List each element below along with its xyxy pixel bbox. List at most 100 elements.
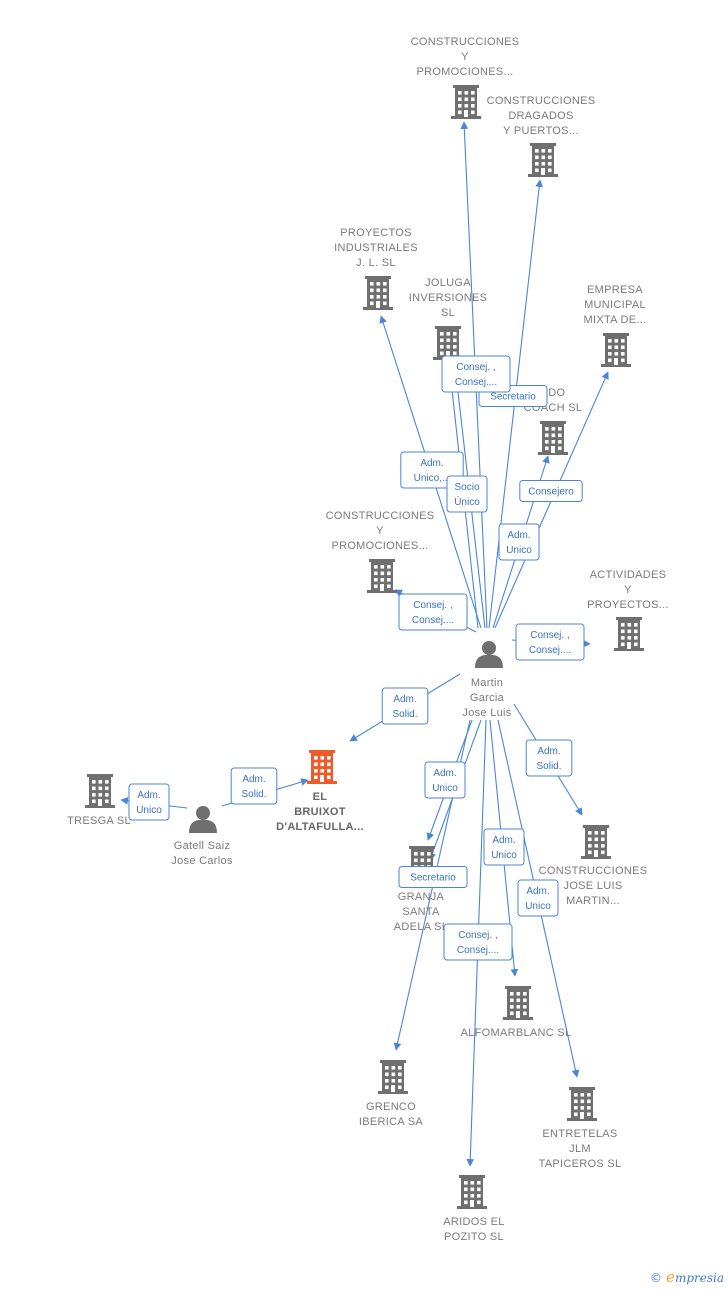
node-label: POZITO SL [444, 1231, 504, 1243]
node-label: EL [313, 791, 328, 803]
edge-role-text: Consej.... [455, 377, 497, 388]
node-label: DRAGADOS [508, 110, 573, 122]
edge-role-text: Consej.... [529, 645, 571, 656]
node-alf[interactable]: ALFOMARBLANC SL [461, 986, 572, 1039]
edge-role-text: Consej. , [413, 600, 452, 611]
edge-role-text: Adm. [492, 835, 515, 846]
node-emm[interactable]: EMPRESA MUNICIPAL MIXTA DE... [584, 284, 647, 367]
node-label: CONSTRUCCIONES [326, 510, 435, 522]
edge-role-text: Adm. [393, 694, 416, 705]
node-label: Gatell Saiz [174, 840, 231, 852]
edge-role-text: Consej.... [457, 945, 499, 956]
node-cp2[interactable]: CONSTRUCCIONESYPROMOCIONES... [326, 510, 435, 593]
building-icon [367, 559, 397, 593]
edge-role-label[interactable]: Consej. , Consej.... [441, 355, 511, 393]
node-label: Y [376, 525, 384, 537]
edge-role-label[interactable]: Adm.Solid. [381, 687, 429, 725]
edge-role-label[interactable]: Consej. ,Consej.... [443, 923, 513, 961]
node-label: IBERICA SA [359, 1116, 423, 1128]
node-label: ALFOMARBLANC SL [461, 1027, 572, 1039]
person-icon [189, 806, 217, 833]
edge-role-text: Solid. [536, 761, 561, 772]
node-label: CONSTRUCCIONES [539, 865, 648, 877]
building-icon [85, 774, 115, 808]
edge-role-label[interactable]: Adm. Unico [483, 828, 525, 866]
node-label: ARIDOS EL [443, 1216, 504, 1228]
edge-role-text: Consej. , [530, 630, 569, 641]
building-icon [601, 333, 631, 367]
edge-role-text: Adm. [433, 768, 456, 779]
edge-role-text: Unico [506, 545, 532, 556]
edge-role-label[interactable]: Consej. , Consej.... [515, 623, 585, 661]
edge-role-label[interactable]: Consej. , Consej.... [398, 593, 468, 631]
node-label: J. L. SL [356, 257, 396, 269]
edge-role-label[interactable]: Adm. Unico [424, 761, 466, 799]
node-ebx[interactable]: ELBRUIXOTD'ALTAFULLA... [276, 750, 364, 833]
node-act[interactable]: ACTIVIDADESYPROYECTOS... [587, 569, 669, 651]
edge-role-label[interactable]: Adm.Solid. [230, 767, 278, 805]
node-label: GRANJA [398, 891, 445, 903]
node-label: JOLUGA [425, 277, 471, 289]
node-pij[interactable]: PROYECTOS INDUSTRIALES J. L. SL [334, 227, 418, 310]
node-gre[interactable]: GRENCO IBERICA SA [359, 1060, 423, 1128]
node-gra[interactable]: GRANJA SANTA ADELA SL [394, 846, 448, 933]
person-icon [475, 641, 503, 668]
edge-role-text: Socio [454, 482, 479, 493]
building-icon [581, 825, 611, 859]
node-label: TAPICEROS SL [539, 1158, 622, 1170]
edge-role-text: Adm. [507, 530, 530, 541]
node-label: PROMOCIONES... [416, 66, 513, 78]
copyright-symbol: © [650, 1271, 663, 1285]
edge-role-label[interactable]: Adm. Solid. [525, 739, 573, 777]
node-label: CONSTRUCCIONES [411, 36, 520, 48]
node-ari[interactable]: ARIDOS EL POZITO SL [443, 1175, 504, 1243]
node-label: SANTA [402, 906, 440, 918]
edge-role-text: Unico [491, 850, 517, 861]
edge-role-label[interactable]: Consejero [519, 480, 583, 502]
edge-role-text: Consejero [528, 487, 574, 498]
brand-footer[interactable]: ©empresia [650, 1268, 724, 1286]
node-label: Y [624, 584, 632, 596]
node-label: MUNICIPAL [584, 299, 646, 311]
node-label: INDUSTRIALES [334, 242, 418, 254]
node-cp1[interactable]: CONSTRUCCIONES Y PROMOCIONES... [411, 36, 520, 119]
edge-role-label[interactable]: Secretario [398, 866, 468, 888]
node-label: Y [461, 51, 469, 63]
edge-role-text: Adm. [420, 458, 443, 469]
brand-logo-text: mpresia [674, 1271, 724, 1285]
edge-role-text: Secretario [410, 873, 456, 884]
node-label: BRUIXOT [294, 806, 346, 818]
edge-role-text: Secretario [490, 392, 536, 403]
edge-role-text: Único [454, 495, 480, 508]
edge-role-text: Adm. [537, 746, 560, 757]
edge-role-label[interactable]: Adm.Unico [128, 783, 170, 821]
node-label: JOSE LUIS [564, 880, 623, 892]
edge-role-text: Unico [432, 783, 458, 794]
node-tre[interactable]: TRESGA SL [67, 774, 131, 827]
building-icon [614, 617, 644, 651]
node-label: Jose Luis [462, 707, 511, 719]
edge-role-label[interactable]: Adm.Unico [517, 879, 559, 917]
node-label: PROYECTOS [340, 227, 412, 239]
edge-role-text: Unico [136, 805, 162, 816]
edge-role-text: Consej.... [412, 615, 454, 626]
node-label: ADELA SL [394, 921, 448, 933]
node-label: EMPRESA [587, 284, 643, 296]
node-label: Garcia [470, 692, 505, 704]
building-icon [307, 750, 337, 784]
node-label: MIXTA DE... [584, 314, 647, 326]
node-label: GRENCO [366, 1101, 416, 1113]
node-label: TRESGA SL [67, 815, 131, 827]
node-label: ENTRETELAS [542, 1128, 617, 1140]
node-label: CONSTRUCCIONES [487, 95, 596, 107]
edge-role-label[interactable]: Adm. Unico [498, 523, 540, 561]
edge-role-text: Consej. , [456, 362, 495, 373]
